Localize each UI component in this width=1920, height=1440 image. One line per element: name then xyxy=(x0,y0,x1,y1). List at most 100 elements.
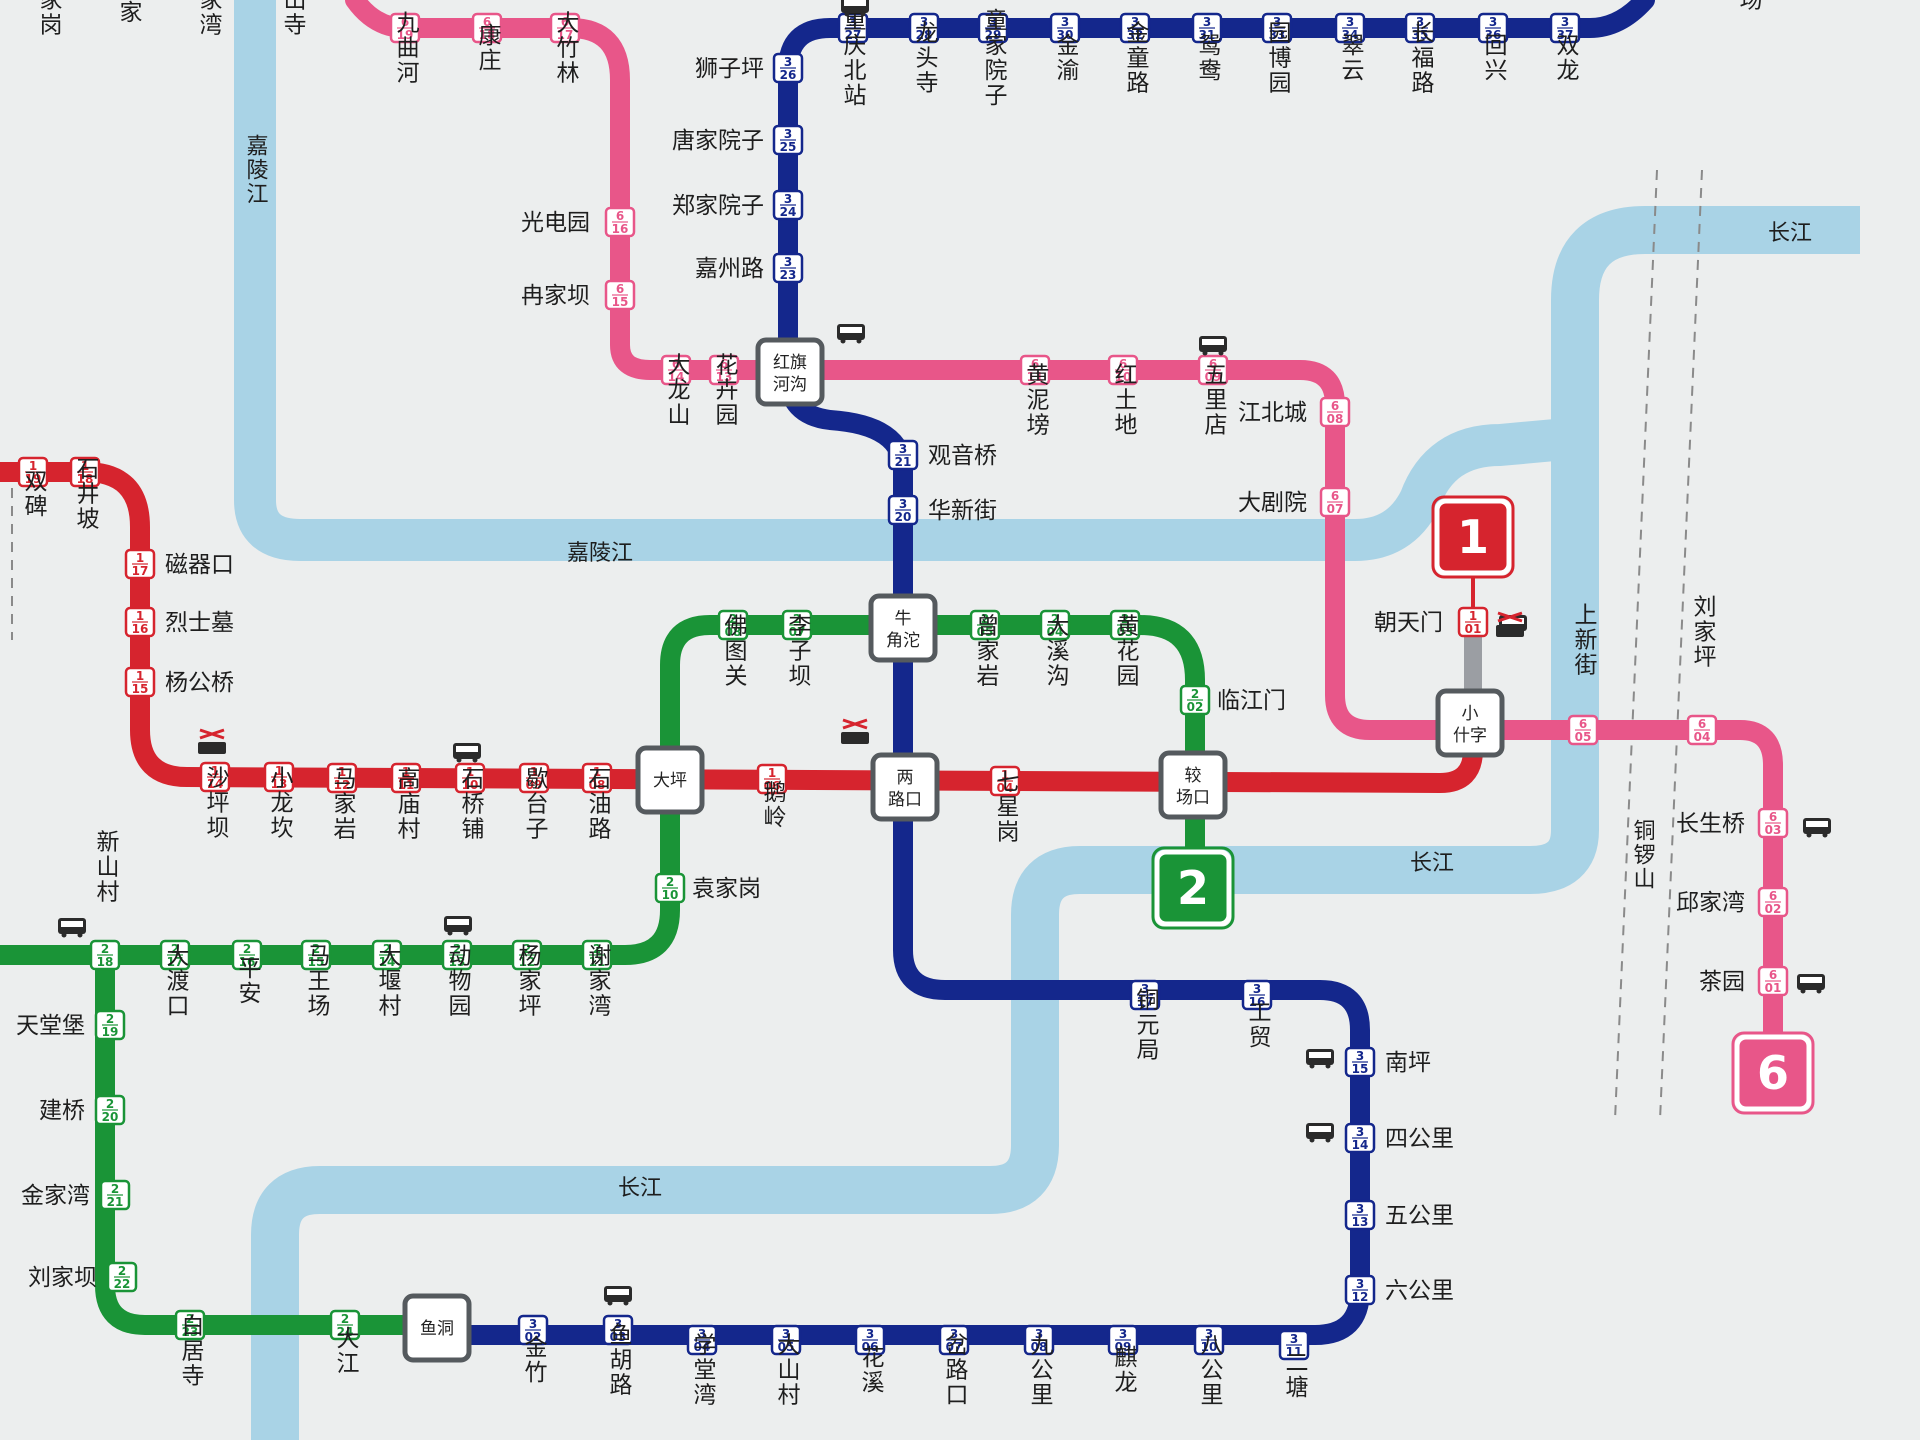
interchange-3[interactable]: 两路口 xyxy=(870,752,940,822)
interchange-5[interactable]: 小什字 xyxy=(1435,688,1505,758)
station-name: 烈士墓 xyxy=(165,610,234,636)
station-name: 马王场 xyxy=(303,944,331,1019)
interchange-6[interactable]: 鱼洞 xyxy=(402,1293,472,1363)
interchange-2[interactable]: 大坪 xyxy=(635,745,705,815)
line-badge-1[interactable]: 1 xyxy=(1431,495,1515,579)
interchange-0[interactable]: 红旗河沟 xyxy=(755,337,825,407)
line-badge-2[interactable]: 2 xyxy=(1151,846,1235,930)
interchange-4[interactable]: 较场口 xyxy=(1158,750,1228,820)
station-name: 唐家院子 xyxy=(672,128,764,154)
interchange-1[interactable]: 牛角沱 xyxy=(868,593,938,663)
line-badge-6[interactable]: 6 xyxy=(1731,1031,1815,1115)
station-line-number: 6 xyxy=(1698,717,1706,731)
